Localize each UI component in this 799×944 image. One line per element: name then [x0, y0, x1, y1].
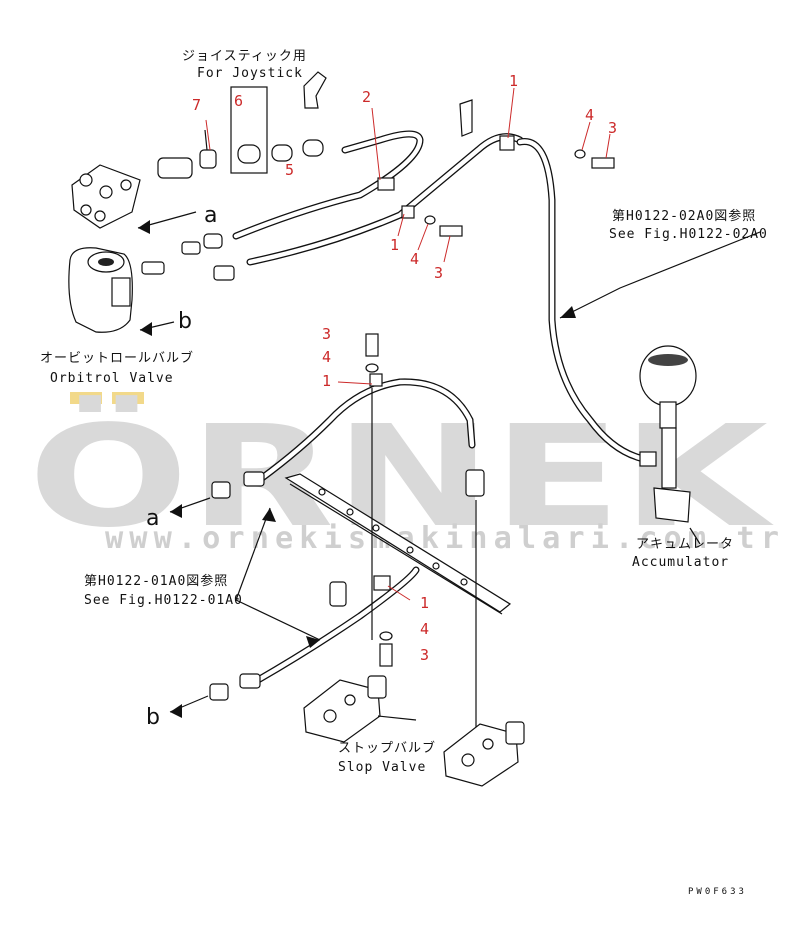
fitting-a-hose: [243, 471, 265, 487]
watermark-accent-left: [70, 392, 102, 404]
connection-a-top: a: [204, 203, 217, 228]
callout-box-6: [230, 86, 268, 174]
callout-1-mid: 1: [390, 236, 399, 254]
fitting-joystick-tube: [204, 129, 208, 151]
callout-4-stop: 4: [420, 620, 429, 638]
callout-5: 5: [285, 161, 294, 179]
ref-01-leader-down: [235, 599, 321, 641]
ref-01-label-jp: 第H0122-01A0図参照: [84, 573, 228, 589]
accumulator-label-jp: アキュムレータ: [636, 537, 734, 552]
ref-01-label-en: See Fig.H0122-01A0: [84, 593, 243, 608]
washer-4-stop: [379, 631, 393, 641]
orbitrol-valve-drawing: [68, 86, 324, 333]
bracket-upper-right: [459, 99, 473, 137]
fitting-orbitrol-2: [181, 241, 201, 255]
fitting-orbitrol-3: [213, 265, 235, 281]
watermark-accent-right: [112, 392, 144, 404]
clamp-1-top: [377, 177, 395, 191]
accumulator-neck: [659, 401, 677, 429]
orbitrol-shaft-icon: [98, 258, 114, 266]
fitting-stop-right: [465, 469, 485, 497]
callout-6: 6: [234, 92, 243, 110]
connection-b-top: b: [178, 309, 192, 334]
accumulator-fitting: [639, 451, 657, 467]
accumulator-block: [653, 487, 691, 523]
clamp-1-left: [401, 205, 415, 219]
watermark: ÖRNEK www.ornekismakinalari.com.tr: [28, 392, 785, 559]
joystick-label-jp: ジョイスティック用: [182, 49, 307, 64]
clamp-5a: [271, 144, 293, 162]
fitting-a: [211, 481, 231, 499]
lower-assembly: [209, 333, 512, 740]
watermark-url: www.ornekismakinalari.com.tr: [105, 521, 785, 556]
accumulator-drawing: [639, 345, 697, 523]
callout-3-lower: 3: [322, 325, 331, 343]
orbitrol-label-jp: オービットロールバルブ: [40, 350, 194, 366]
fitting-joystick-7: [157, 157, 193, 179]
callout-3-top: 3: [608, 119, 617, 137]
callout-2: 2: [362, 88, 371, 106]
orbitrol-side-plate: [111, 277, 131, 307]
fitting-orbitrol-1: [141, 261, 165, 275]
fitting-joystick-7b: [199, 149, 217, 169]
stop-valves: [303, 675, 525, 787]
orbitrol-label-en: Orbitrol Valve: [50, 371, 174, 386]
ref-01-leader-up: [235, 507, 271, 601]
fitting-stop-left: [329, 581, 347, 607]
stop-valve-right: [443, 723, 519, 787]
callout-4-mid: 4: [410, 250, 419, 268]
callout-3-stop: 3: [420, 646, 429, 664]
clamp-1-stop: [373, 575, 391, 591]
stop-valve-right-knob: [505, 721, 525, 745]
mounting-rail: [284, 473, 512, 613]
ref-02-leader: [559, 231, 761, 319]
clamp-1-right: [499, 135, 515, 151]
text-labels: ジョイスティック用 For Joystick オービットロールバルブ Orbit…: [40, 49, 768, 897]
callout-7: 7: [192, 96, 201, 114]
fitting-b: [209, 683, 229, 701]
stop-valve-left-knob: [367, 675, 387, 699]
watermark-brand: ÖRNEK: [28, 394, 774, 559]
bolt-3-right: [591, 157, 615, 169]
stop-valve-label-en: Slop Valve: [338, 760, 426, 775]
bolt-3-lower: [365, 333, 379, 357]
callout-4-top: 4: [585, 106, 594, 124]
accumulator-label-en: Accumulator: [632, 555, 729, 570]
clamp-5b: [302, 139, 324, 157]
bracket-joystick: [303, 71, 327, 109]
port-b-icon: [99, 185, 113, 199]
drawing-code: PW0F633: [688, 887, 747, 897]
callout-4-lower: 4: [322, 348, 331, 366]
washer-4-left: [424, 215, 436, 225]
connection-a-bottom: a: [146, 506, 159, 531]
accumulator-stem: [661, 427, 677, 489]
clamp-orbitrol: [203, 233, 223, 249]
ref-02-label-en: See Fig.H0122-02A0: [609, 227, 768, 242]
callout-1-lower: 1: [322, 372, 331, 390]
connection-b-bottom: b: [146, 705, 160, 730]
stop-valve-label-jp: ストップバルブ: [338, 740, 436, 756]
port-a-icon: [79, 173, 93, 187]
port-e-icon: [94, 210, 106, 222]
washer-4-lower: [365, 363, 379, 373]
port-c-icon: [120, 179, 132, 191]
clamp-6: [237, 144, 261, 164]
upper-hoses: [232, 71, 644, 462]
fitting-b-hose: [239, 673, 261, 689]
washer-4-right: [574, 149, 586, 159]
callout-1-stop: 1: [420, 594, 429, 612]
callout-3-mid: 3: [434, 264, 443, 282]
callout-1-top: 1: [509, 72, 518, 90]
bolt-3-left: [439, 225, 463, 237]
arrowheads: [138, 220, 576, 718]
joystick-label-en: For Joystick: [197, 66, 303, 81]
clamp-1-lower: [369, 373, 383, 387]
bolt-3-stop: [379, 643, 393, 667]
ref-02-label-jp: 第H0122-02A0図参照: [612, 208, 756, 224]
port-d-icon: [80, 204, 92, 216]
